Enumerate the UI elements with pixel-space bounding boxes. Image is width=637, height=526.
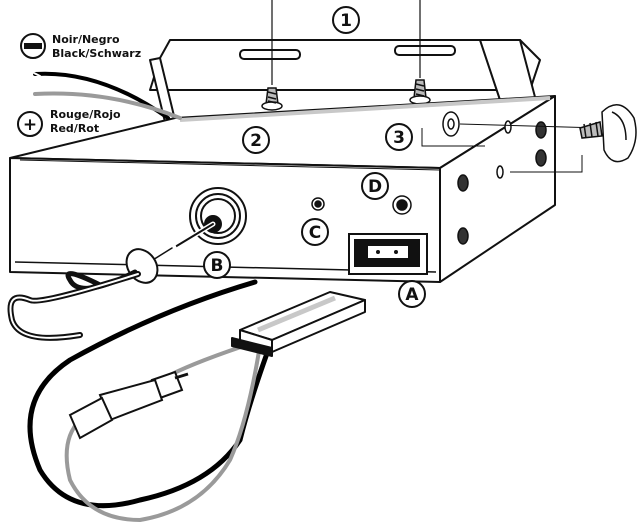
jack-d: [392, 195, 412, 215]
negative-label-line2: Black/Schwarz: [52, 47, 141, 60]
antenna-cable: [7, 221, 216, 341]
positive-label-line1: Rouge/Rojo: [50, 108, 121, 121]
callout-b-label: B: [211, 256, 224, 276]
callout-c: C: [301, 218, 329, 246]
callout-3: 3: [385, 123, 413, 151]
negative-label-line1: Noir/Negro: [52, 33, 120, 46]
legend-positive: + Rouge/Rojo Red/Rot: [17, 108, 121, 137]
power-plug: [231, 291, 366, 357]
screw-left-icon: [261, 87, 283, 111]
screw-guide-lines: [271, 0, 421, 85]
callout-2: 2: [242, 126, 270, 154]
callout-3-label: 3: [393, 128, 405, 148]
callout-c-label: C: [309, 223, 321, 243]
callout-1: 1: [332, 6, 360, 34]
positive-terminal-icon: [17, 111, 43, 137]
callout-d-label: D: [368, 177, 382, 197]
jack-c: [311, 197, 325, 211]
side-knob-icon: [579, 104, 637, 163]
positive-label-line2: Red/Rot: [50, 122, 99, 135]
power-socket: [348, 233, 428, 275]
legend-negative: Noir/Negro Black/Schwarz: [20, 33, 141, 60]
legend-wires: [31, 71, 182, 120]
callout-d: D: [361, 172, 389, 200]
callout-b: B: [203, 251, 231, 279]
side-panel-details: [421, 111, 601, 245]
fuse-holder-icon: [68, 370, 189, 440]
callout-a-label: A: [405, 285, 419, 305]
callout-1-label: 1: [340, 11, 352, 31]
callout-a: A: [398, 280, 426, 308]
positive-symbol: +: [23, 115, 37, 135]
callout-2-label: 2: [250, 131, 262, 151]
